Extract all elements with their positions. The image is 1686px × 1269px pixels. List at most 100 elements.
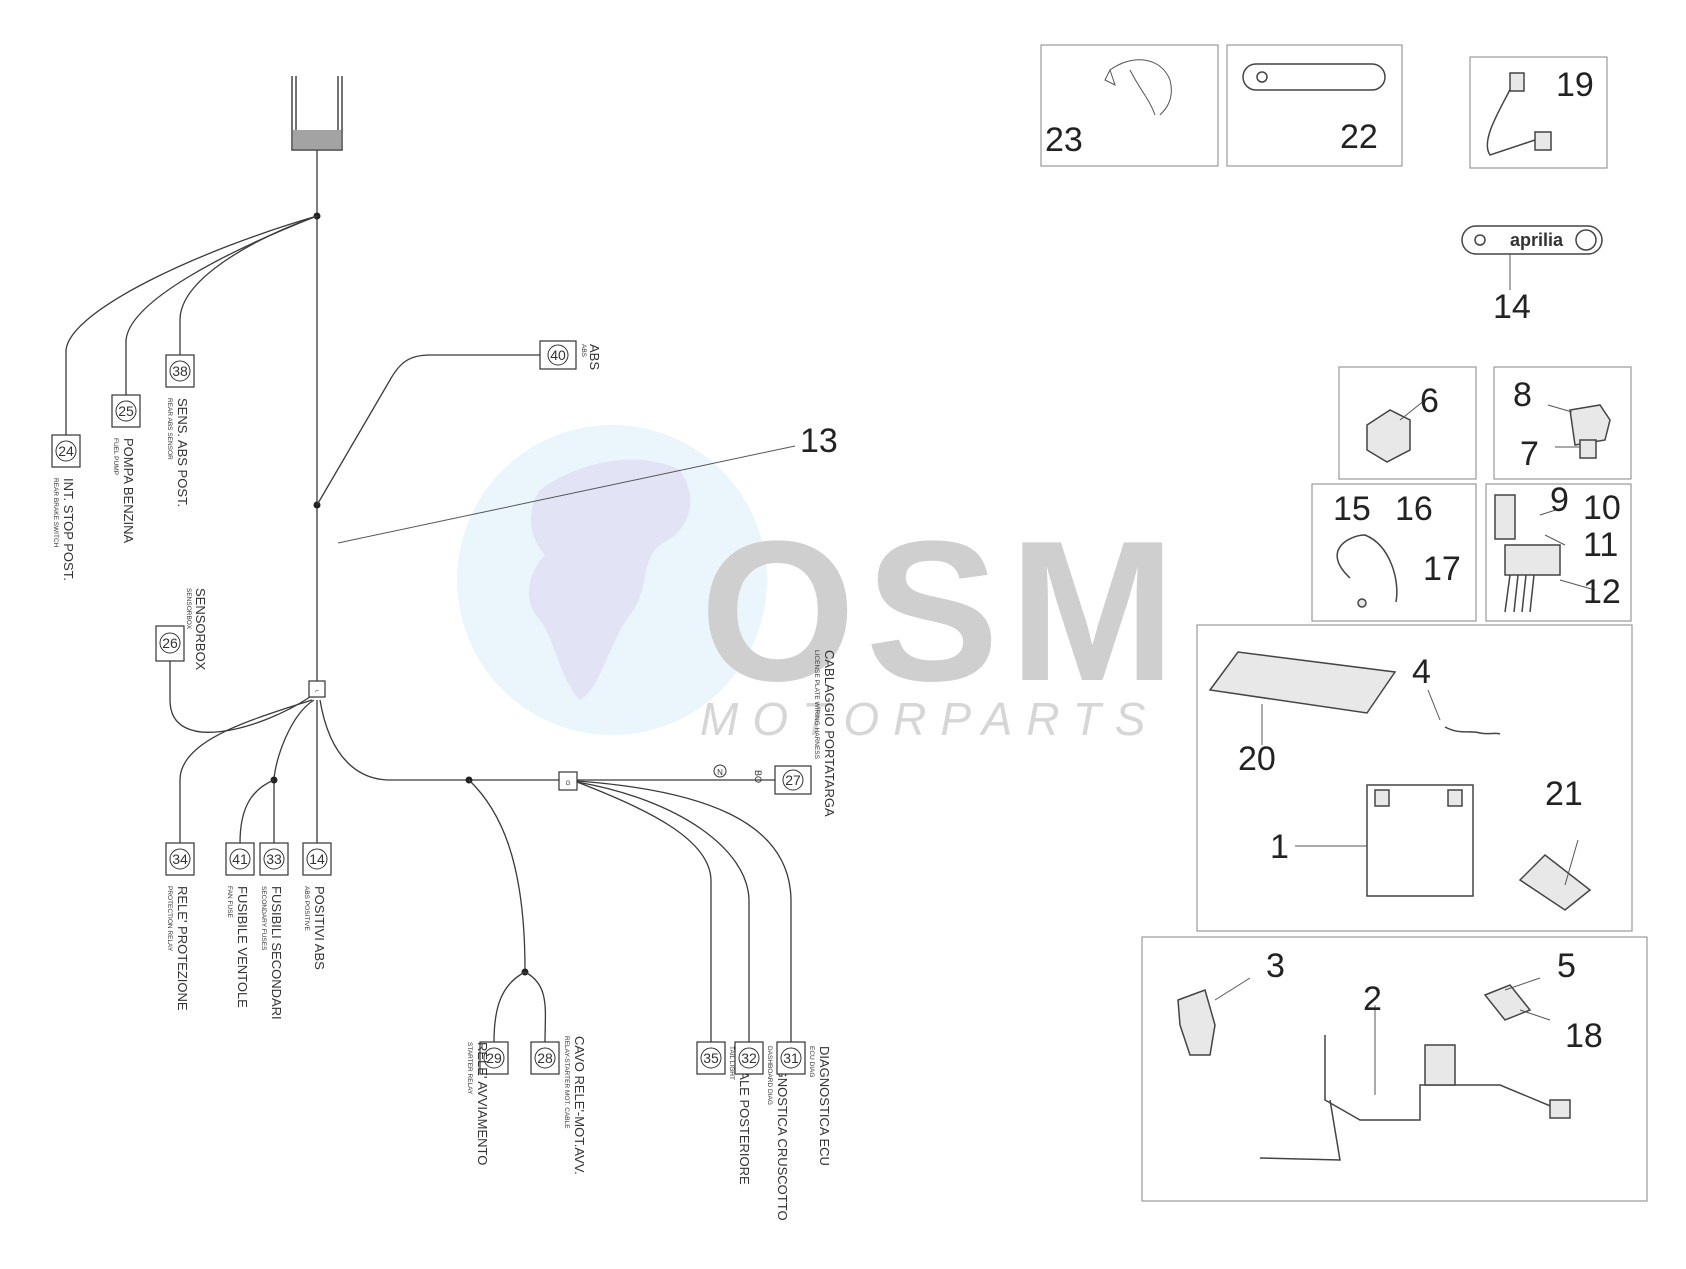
svg-text:FANALE POSTERIORE: FANALE POSTERIORE	[737, 1046, 752, 1185]
marker-n: N	[717, 768, 723, 777]
panel-starter-cable: 3 2 5 18	[1141, 936, 1648, 1202]
svg-text:35: 35	[703, 1050, 719, 1066]
callout-15: 15	[1333, 490, 1371, 528]
connector-27: 27 CABLAGGIO PORTATARGA LICENSE PLATE WI…	[774, 650, 837, 817]
svg-text:FAN FUSE: FAN FUSE	[226, 886, 233, 918]
callout-20: 20	[1238, 740, 1276, 778]
callout-18: 18	[1565, 1017, 1603, 1055]
callout-19: 19	[1556, 66, 1594, 104]
callout-12: 12	[1583, 573, 1621, 611]
svg-text:RELE' PROTEZIONE: RELE' PROTEZIONE	[175, 886, 190, 1011]
watermark: OSM MOTORPARTS	[457, 425, 1186, 745]
svg-text:34: 34	[172, 851, 188, 867]
connector-38: 38 SENS. ABS POST. REAR ABS SENSOR	[165, 354, 195, 507]
svg-text:FUSIBILI SECONDARI: FUSIBILI SECONDARI	[269, 886, 284, 1020]
svg-text:SENSORBOX: SENSORBOX	[185, 588, 192, 630]
connector-33: 33 FUSIBILI SECONDARI SECONDARY FUSES	[259, 842, 289, 1020]
svg-text:26: 26	[162, 635, 178, 651]
svg-text:RELAY-STARTER MOT. CABLE: RELAY-STARTER MOT. CABLE	[563, 1036, 570, 1129]
svg-text:DIAGNOSTICA CRUSCOTTO: DIAGNOSTICA CRUSCOTTO	[775, 1046, 790, 1221]
svg-text:ECU DIAG: ECU DIAG	[808, 1046, 815, 1077]
part-14: aprilia 14	[1461, 225, 1603, 326]
watermark-globe	[457, 425, 767, 735]
wiring-harness: ⌐ G N BO 13	[65, 76, 838, 1043]
svg-text:40: 40	[550, 347, 566, 363]
panel-19: 19	[1469, 56, 1608, 169]
svg-text:SENSORBOX: SENSORBOX	[193, 588, 208, 671]
svg-text:LICENSE PLATE WIRING HARNESS: LICENSE PLATE WIRING HARNESS	[813, 650, 820, 760]
svg-text:REAR ABS SENSOR: REAR ABS SENSOR	[166, 398, 173, 460]
connector-29: 29 RELE' AVVIAMENTO STARTER RELAY	[466, 1041, 509, 1165]
panel-15-16-17: 15 16 17	[1311, 483, 1477, 622]
svg-text:ABS: ABS	[587, 344, 602, 370]
svg-text:STARTER RELAY: STARTER RELAY	[466, 1042, 473, 1095]
panel-9-12: 9 10 11 12	[1485, 481, 1632, 622]
callout-8: 8	[1513, 376, 1532, 414]
svg-text:38: 38	[172, 363, 188, 379]
watermark-logo: OSM	[700, 500, 1186, 723]
junction-label-1: ⌐	[315, 688, 319, 695]
svg-text:SECONDARY FUSES: SECONDARY FUSES	[260, 886, 267, 951]
callout-6: 6	[1420, 382, 1439, 420]
callout-10: 10	[1583, 489, 1621, 527]
callout-16: 16	[1395, 490, 1433, 528]
panel-22: 22	[1226, 44, 1403, 167]
callout-23: 23	[1045, 121, 1083, 159]
svg-text:ABS: ABS	[580, 344, 587, 358]
svg-text:PROTECTION RELAY: PROTECTION RELAY	[166, 886, 173, 952]
svg-text:FUEL PUMP: FUEL PUMP	[112, 438, 119, 475]
svg-text:CAVO RELE'-MOT.AVV.: CAVO RELE'-MOT.AVV.	[572, 1036, 587, 1175]
callout-7: 7	[1520, 435, 1539, 473]
svg-text:14: 14	[309, 851, 325, 867]
callout-11: 11	[1583, 526, 1618, 564]
svg-text:DASHBOARD DIAG: DASHBOARD DIAG	[766, 1046, 773, 1105]
svg-text:41: 41	[232, 851, 248, 867]
svg-text:POSITIVI ABS: POSITIVI ABS	[312, 886, 327, 970]
callout-9: 9	[1550, 481, 1569, 519]
panel-6: 6	[1338, 366, 1477, 480]
svg-text:REAR BRAKE SWITCH: REAR BRAKE SWITCH	[52, 478, 59, 548]
svg-text:TAIL LIGHT: TAIL LIGHT	[728, 1046, 735, 1080]
panel-23: 23	[1040, 44, 1219, 167]
svg-text:FUSIBILE VENTOLE: FUSIBILE VENTOLE	[235, 886, 250, 1008]
svg-text:24: 24	[58, 443, 74, 459]
watermark-continents	[528, 459, 691, 700]
connector-40: 40 ABS ABS	[539, 340, 602, 370]
svg-text:27: 27	[785, 772, 801, 788]
marker-bo: BO	[753, 770, 763, 783]
callout-2: 2	[1363, 980, 1382, 1018]
svg-text:DIAGNOSTICA ECU: DIAGNOSTICA ECU	[817, 1046, 832, 1166]
connector-31: 31 DIAGNOSTICA ECU ECU DIAG	[776, 1041, 832, 1166]
svg-text:29: 29	[486, 1050, 502, 1066]
svg-text:POMPA BENZINA: POMPA BENZINA	[121, 438, 136, 544]
panel-battery: 4 20 1 21	[1196, 624, 1633, 932]
connector-24: 24 INT. STOP POST. REAR BRAKE SWITCH	[51, 434, 81, 581]
callout-13: 13	[800, 422, 838, 460]
svg-text:25: 25	[118, 403, 134, 419]
svg-text:INT. STOP POST.: INT. STOP POST.	[61, 478, 76, 581]
part-14-brand: aprilia	[1510, 230, 1564, 250]
connector-25: 25 POMPA BENZINA FUEL PUMP	[111, 394, 141, 544]
callout-3: 3	[1266, 947, 1285, 985]
svg-text:33: 33	[266, 851, 282, 867]
watermark-tagline: MOTORPARTS	[700, 693, 1159, 745]
callout-21: 21	[1545, 775, 1583, 813]
panel-8-7: 8 7	[1493, 366, 1632, 480]
callout-14: 14	[1493, 288, 1531, 326]
connector-34: 34 RELE' PROTEZIONE PROTECTION RELAY	[165, 842, 195, 1011]
callout-1: 1	[1270, 828, 1289, 866]
svg-text:31: 31	[783, 1050, 799, 1066]
callout-5: 5	[1557, 947, 1576, 985]
svg-text:ABS POSITIVE: ABS POSITIVE	[303, 886, 310, 931]
junction-box-1	[308, 680, 326, 698]
connector-26: 26 SENSORBOX SENSORBOX	[155, 588, 208, 671]
connector-41: 41 FUSIBILE VENTOLE FAN FUSE	[225, 842, 255, 1008]
callout-4: 4	[1412, 653, 1431, 691]
connector-14: 14 POSITIVI ABS ABS POSITIVE	[302, 842, 332, 970]
connector-28: 28 CAVO RELE'-MOT.AVV. RELAY-STARTER MOT…	[530, 1036, 587, 1175]
svg-text:CABLAGGIO PORTATARGA: CABLAGGIO PORTATARGA	[822, 650, 837, 817]
junction-label-2: G	[565, 780, 570, 787]
svg-text:SENS. ABS POST.: SENS. ABS POST.	[175, 398, 190, 507]
connector-35: 35 FANALE POSTERIORE TAIL LIGHT	[696, 1041, 752, 1185]
